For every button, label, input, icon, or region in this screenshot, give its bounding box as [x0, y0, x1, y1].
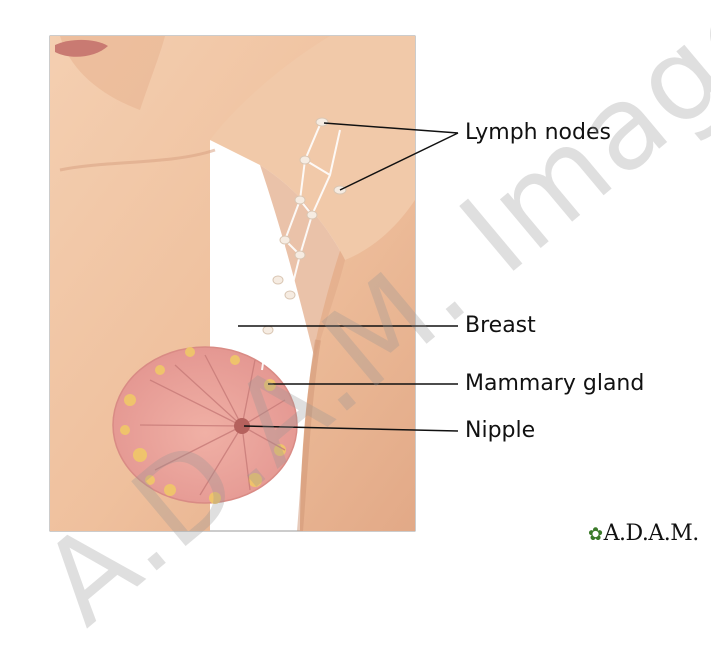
- label-lymph-nodes: Lymph nodes: [465, 120, 611, 145]
- label-breast: Breast: [465, 313, 536, 338]
- anatomy-illustration: [0, 0, 711, 552]
- label-mammary-gland: Mammary gland: [465, 371, 644, 396]
- label-nipple: Nipple: [465, 418, 535, 443]
- leaf-icon: ✿: [588, 524, 603, 545]
- adam-logo: ✿A.D.A.M.: [588, 521, 699, 546]
- adam-logo-text: A.D.A.M.: [604, 521, 699, 546]
